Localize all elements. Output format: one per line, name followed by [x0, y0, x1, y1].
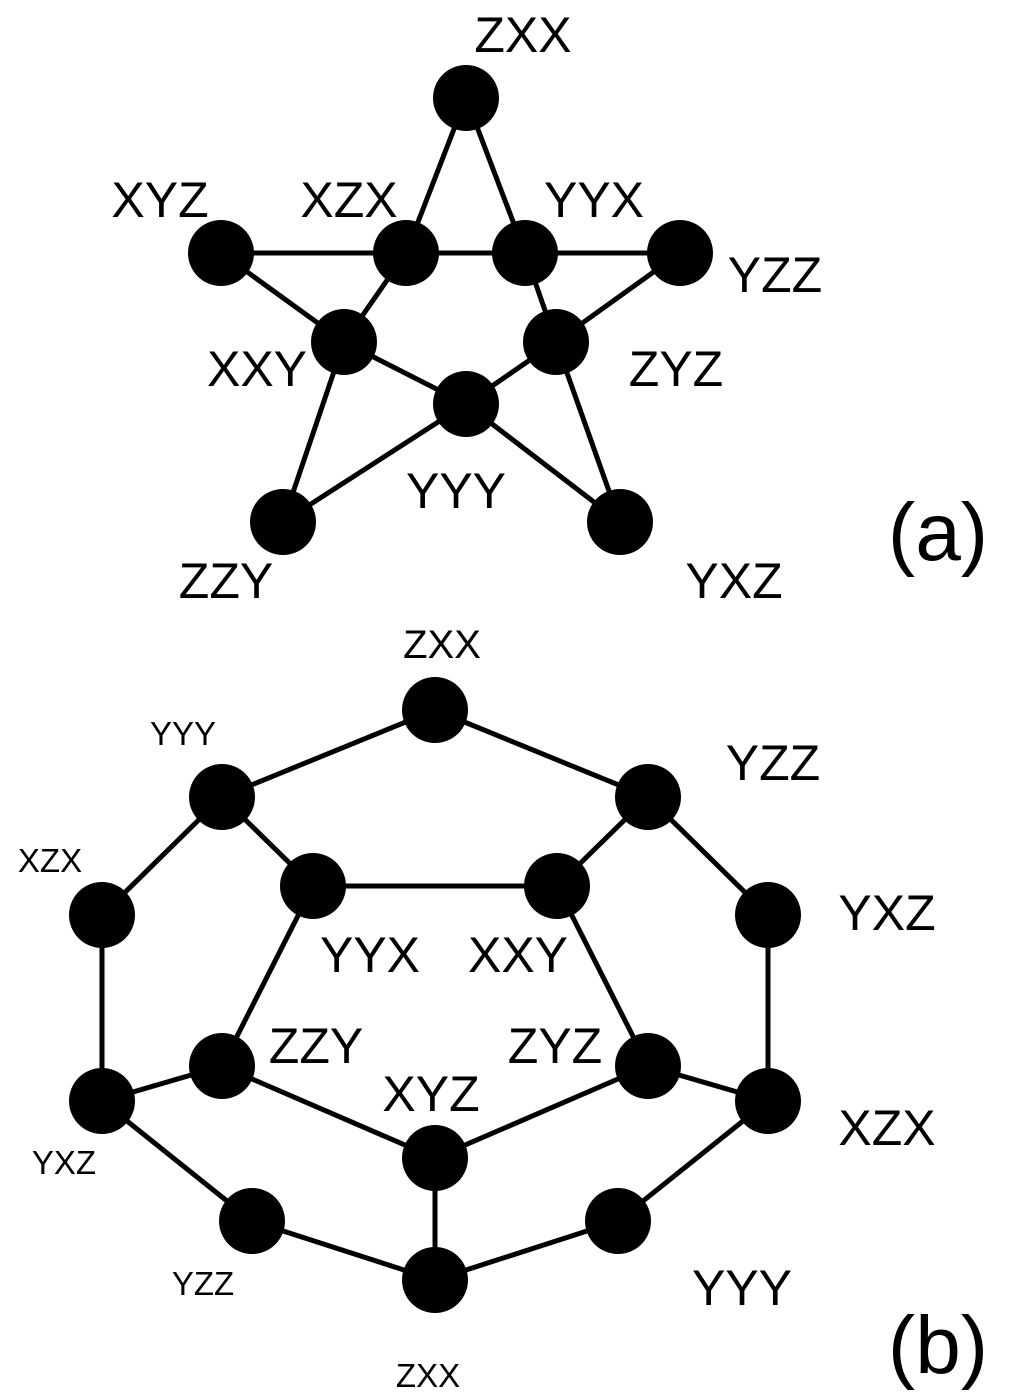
node-label-b8: ZYZ: [508, 1018, 602, 1074]
panel-label-a: (a): [888, 487, 988, 578]
node-b12: [219, 1188, 285, 1254]
node-b9: [69, 1068, 135, 1134]
edge-a-a7-a8: [280, 401, 469, 525]
node-b4: [280, 853, 346, 919]
node-a2: [373, 220, 439, 286]
edge-b-b0-b1: [219, 707, 438, 800]
node-a3: [492, 220, 558, 286]
edge-b-b5-b8: [554, 883, 651, 1069]
node-label-a9: YXZ: [685, 553, 782, 609]
node-b2: [615, 764, 681, 830]
node-label-b2: YZZ: [726, 735, 820, 791]
node-label-b1: YYY: [150, 715, 216, 752]
node-label-b12: YZZ: [172, 1265, 234, 1302]
node-b10: [735, 1068, 801, 1134]
node-label-b10: XZX: [838, 1100, 935, 1156]
edge-b-b0-b2: [432, 707, 651, 800]
node-label-b0: ZXX: [403, 623, 481, 667]
node-b6: [735, 882, 801, 948]
node-a0: [433, 65, 499, 131]
node-a7: [433, 371, 499, 437]
node-b7: [189, 1033, 255, 1099]
node-label-b3: XZX: [18, 842, 82, 879]
node-label-a8: ZZY: [179, 553, 273, 609]
node-label-a2: XZX: [300, 172, 397, 228]
edge-b-b8-b11: [432, 1063, 651, 1161]
node-a9: [587, 489, 653, 555]
node-b8: [615, 1033, 681, 1099]
node-label-b5: XXY: [468, 927, 568, 983]
node-b3: [69, 882, 135, 948]
node-label-b7: ZZY: [269, 1018, 363, 1074]
node-label-b6: YXZ: [838, 885, 935, 941]
node-label-a6: ZYZ: [629, 341, 723, 397]
node-b5: [524, 853, 590, 919]
node-label-a4: YZZ: [728, 247, 822, 303]
node-label-a1: XYZ: [111, 172, 208, 228]
node-label-a3: YYX: [544, 172, 644, 228]
node-a6: [523, 309, 589, 375]
node-b0: [402, 677, 468, 743]
nodes-layer: [69, 65, 801, 1313]
node-b11: [402, 1125, 468, 1191]
panel-label-b: (b): [888, 1300, 988, 1391]
edge-b-b4-b7: [219, 883, 316, 1069]
node-a1: [188, 220, 254, 286]
node-label-b13: YYY: [692, 1260, 792, 1316]
node-label-b14: ZXX: [396, 1357, 460, 1394]
node-a5: [311, 309, 377, 375]
node-b14: [402, 1247, 468, 1313]
labels-layer: ZXX XYZ XZX YYX YZZ XXY ZYZ YYY ZZY YXZ ZXX YYY YZZ X…: [18, 7, 936, 1394]
node-label-a7: YYY: [406, 463, 506, 519]
node-label-b11: XYZ: [382, 1066, 479, 1122]
edge-b-b7-b11: [219, 1063, 438, 1161]
node-b1: [189, 764, 255, 830]
node-label-b4: YYX: [320, 927, 420, 983]
node-label-a5: XXY: [207, 341, 307, 397]
node-a8: [250, 489, 316, 555]
node-label-b9: YXZ: [32, 1144, 96, 1181]
node-a4: [647, 220, 713, 286]
node-label-a0: ZXX: [474, 7, 571, 63]
node-b13: [585, 1188, 651, 1254]
